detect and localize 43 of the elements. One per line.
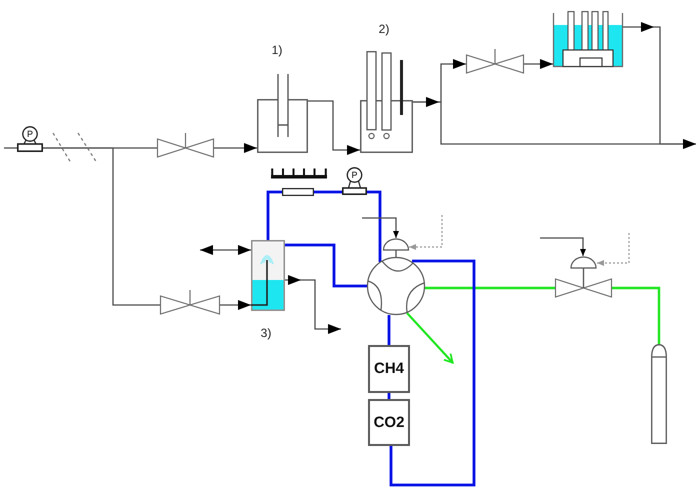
- flow-arrow: [524, 59, 553, 69]
- pressure-gauge: [342, 167, 367, 195]
- inline-component: [282, 188, 314, 196]
- pressure-gauge: [17, 126, 43, 153]
- water-bath: [553, 11, 623, 67]
- pipe-line: [367, 190, 382, 262]
- valve: [160, 290, 220, 314]
- pipe-line: [390, 260, 476, 486]
- dotted-signal-arrow: [597, 233, 630, 266]
- vessel: [360, 51, 413, 153]
- box-label: CH4: [374, 360, 404, 378]
- signal-arrow: [362, 217, 399, 238]
- pipe-line: [388, 393, 390, 399]
- double-arrow: [200, 245, 251, 255]
- box-label: CO2: [374, 414, 404, 432]
- process-box: [368, 345, 410, 393]
- process-box: [368, 399, 410, 446]
- flow-arrow: [214, 143, 257, 153]
- flow-arrow: [308, 100, 360, 155]
- gauge-letter: P: [350, 170, 358, 180]
- pipe-line: [314, 190, 342, 194]
- pipe-line: [425, 286, 555, 290]
- pipe-line: [4, 147, 17, 149]
- vessel: [257, 74, 308, 153]
- pipe-line: [266, 190, 282, 240]
- callout-number: 2): [378, 22, 390, 36]
- gauge-letter: P: [26, 128, 34, 140]
- dotted-signal-arrow: [409, 215, 443, 250]
- liquid-vessel: [251, 240, 285, 311]
- callout-number: 3): [260, 326, 272, 340]
- valve: [157, 133, 214, 157]
- flow-arrow: [220, 300, 251, 310]
- actuated-valve: [555, 256, 612, 298]
- pipe-line: [612, 286, 660, 344]
- pipe-line: [388, 315, 390, 345]
- flow-arrow: [406, 312, 454, 364]
- valve: [466, 49, 524, 73]
- pipe-line: [43, 147, 160, 306]
- callout-number: 1): [272, 43, 282, 57]
- signal-arrow: [540, 237, 586, 256]
- four-way-valve: [367, 238, 425, 315]
- pipe-line: [285, 244, 367, 288]
- gas-cylinder: [651, 344, 667, 444]
